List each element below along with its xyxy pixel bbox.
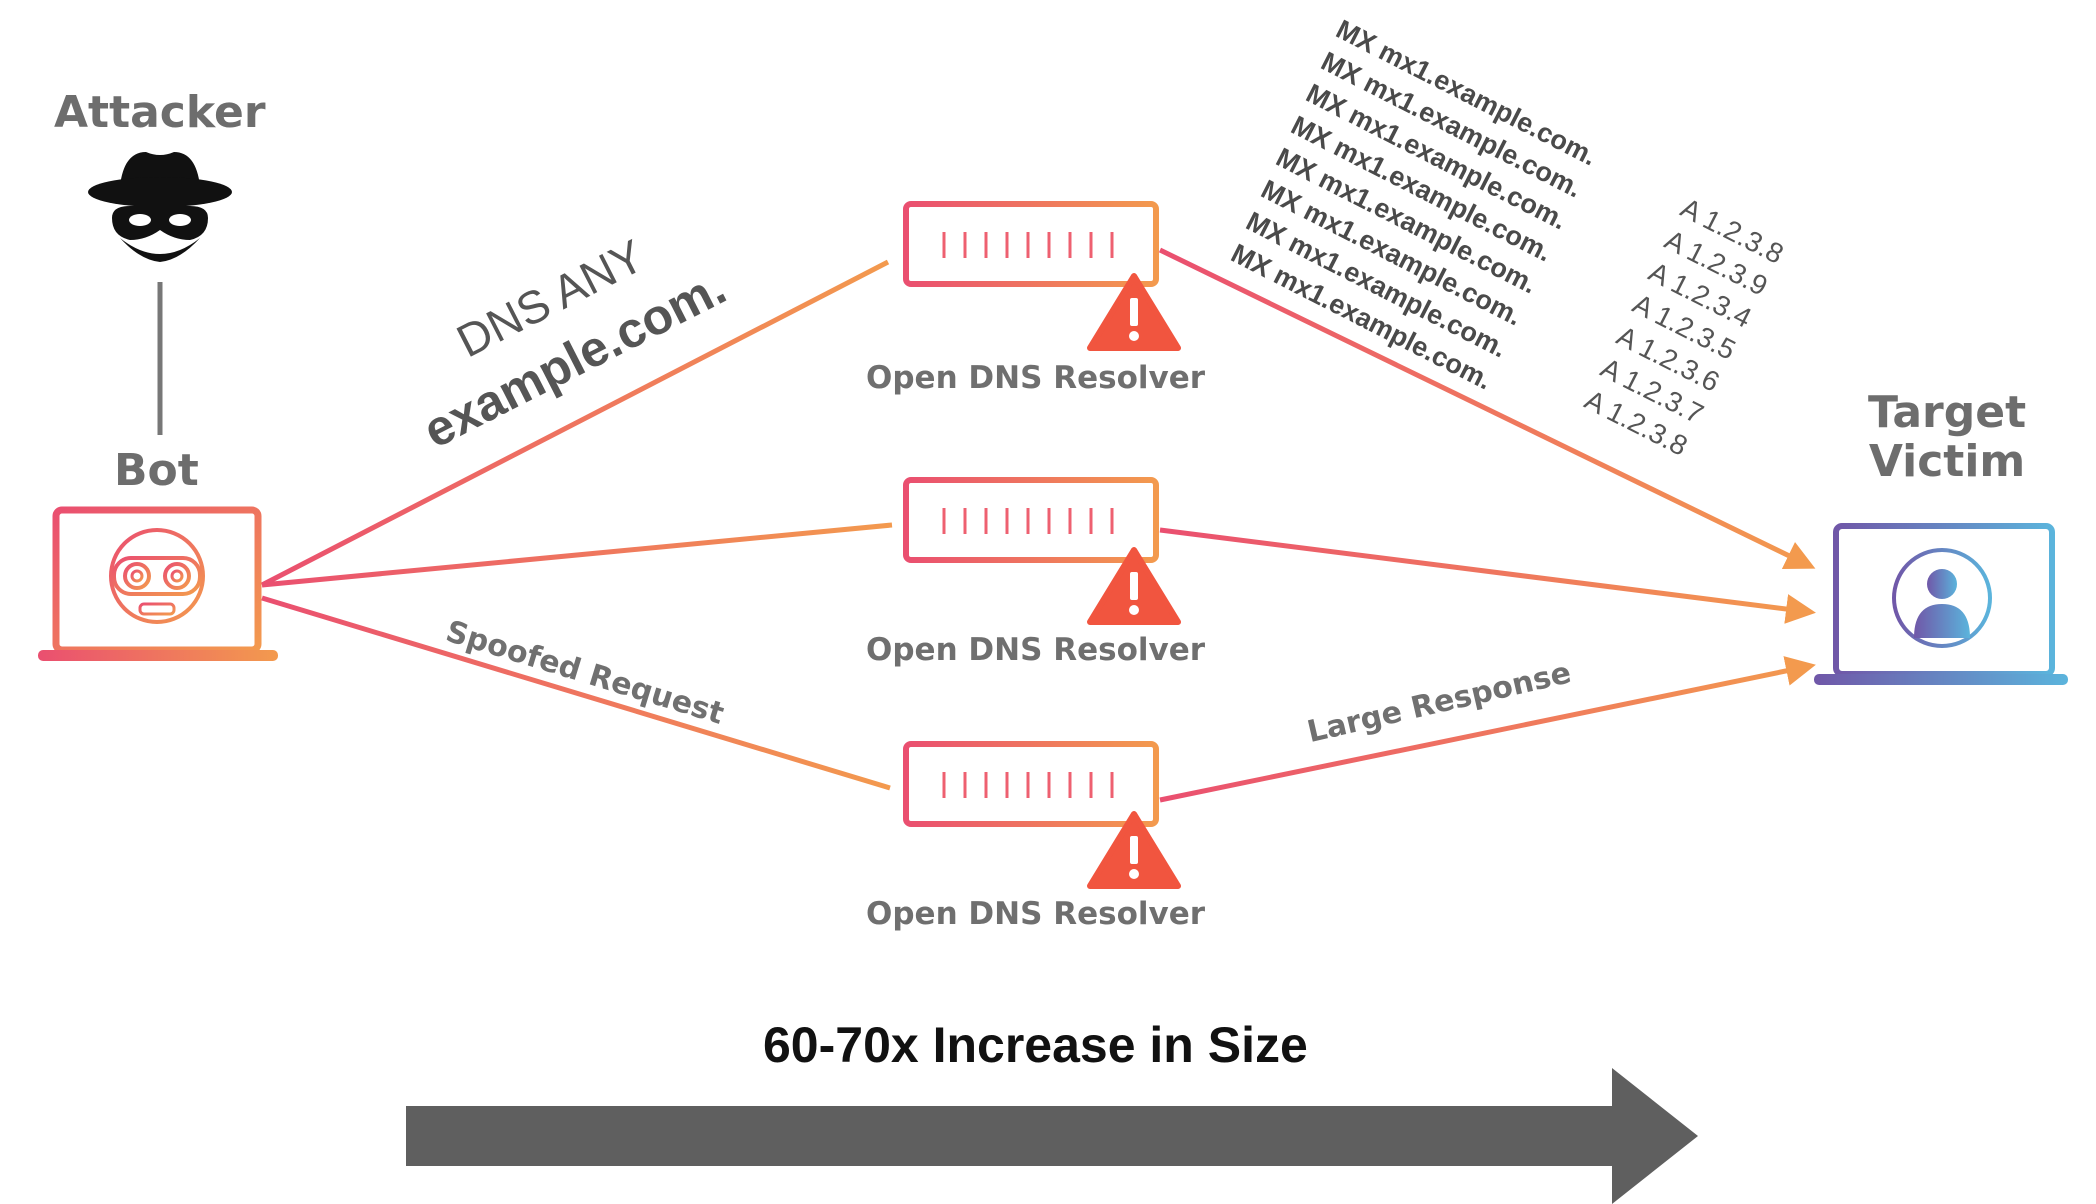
request-line-2 (261, 522, 893, 588)
request-line-1 (260, 259, 890, 588)
attacker-label: Attacker (54, 87, 266, 138)
resolver-label-2: Open DNS Resolver (866, 632, 1206, 668)
resolver-server-icon-1 (903, 201, 1159, 314)
victim-laptop-icon (1814, 523, 2068, 685)
bot-laptop-icon (38, 506, 278, 661)
user-avatar-icon (1892, 548, 1992, 648)
amplification-caption: 60-70x Increase in Size (763, 1017, 1308, 1073)
request-line-3 (261, 595, 891, 791)
victim-label: Target Victim (1868, 388, 2026, 487)
bot-label: Bot (114, 445, 199, 496)
victim-label-line1: Target (1868, 387, 2027, 438)
spy-hat-icon (88, 152, 232, 262)
resolver-server-icon-2 (903, 477, 1159, 590)
victim-label-line2: Victim (1868, 436, 2026, 488)
resolver-server-icon-3 (903, 741, 1159, 854)
response-line-2 (1159, 527, 1816, 624)
warning-icon (1087, 811, 1181, 889)
response-line-3 (1159, 656, 1816, 803)
robot-face-icon (109, 528, 205, 624)
resolver-label-1: Open DNS Resolver (866, 360, 1206, 396)
amplification-arrow (406, 1068, 1698, 1204)
resolver-label-3: Open DNS Resolver (866, 896, 1206, 932)
warning-icon (1087, 273, 1181, 351)
warning-icon (1087, 547, 1181, 625)
response-line-1 (1158, 247, 1816, 569)
